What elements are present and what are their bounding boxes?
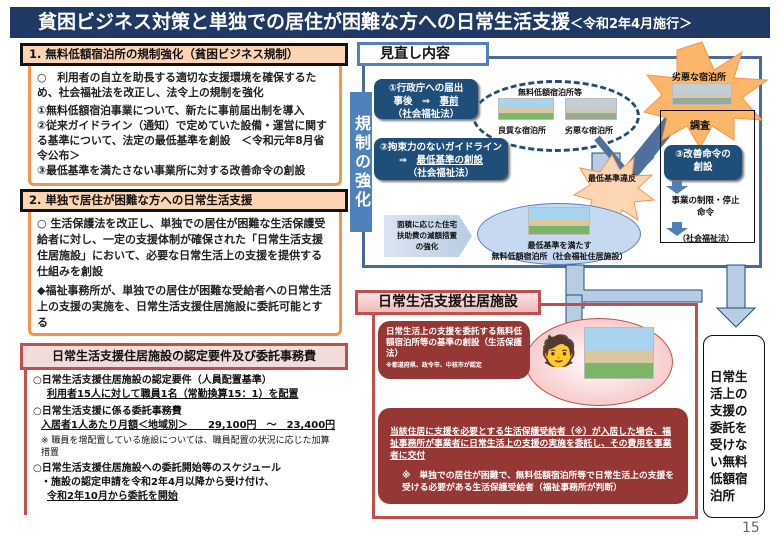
box1-line1: ①行政庁への届出 [388,83,464,94]
fee-high: 29,100円 [207,420,257,431]
fee-sep: ～ [266,420,277,431]
section1-intro: ○ 利用者の自立を助長する適切な支援環境を確保するため、社会福祉法を改正し、法令… [37,71,317,99]
req-title: ○日常生活支援住居施設の認定要件（人員配置基準） [33,375,272,386]
delegation-text: 当該住居に支援を必要とする生活保護受給者（※）が入居した場合、福祉事務所が事業者… [390,427,672,461]
bad-facility-label: 劣悪な宿泊所 [565,126,613,135]
housing-allowance-arrow: 面積に応じた住宅扶助費の減額措置の強化 [384,215,472,257]
title-sub: ＜令和2年4月施行＞ [570,17,693,32]
section3-body: ○日常生活支援住居施設の認定要件（人員配置基準） 利用者15人に対して職員1名（… [24,370,346,515]
bad-facility-image [565,98,617,120]
fee-note: ※ 職員を増配置している施設については、職員配置の状況に応じた加算措置 [41,436,330,458]
section1-header: 1. 無料低額宿泊所の規制強化（貧困ビジネス規制） [20,43,348,66]
box-notification: ①行政庁への届出 事後 ⇒ 事前 （社会福祉法） [374,79,478,120]
law-label: （社会福祉法） [678,234,734,243]
box1-line2b: 事前 [439,96,459,107]
box1-line2a: 事後 ⇒ [393,96,440,107]
section1-item: ②従来ガイドライン（通知）で定めていた設備・運営に関する基準について、法定の最低… [37,119,327,162]
box1-line3: （社会福祉法） [392,109,460,120]
caregiver-elderly-icon: 🧑 [540,334,578,369]
fee-label: 入居者1人あたり月額＜地域別＞ [41,420,188,431]
schedule-2: 令和2年10月から委託を開始 [47,491,178,502]
section3-header: 日常生活支援住居施設の認定要件及び委託事務費 [20,343,348,370]
down-arrow-icon [715,307,757,328]
slide-title: 貧困ビジネス対策と単独での居住が困難な方への日常生活支援＜令和2年4月施行＞ [10,7,770,38]
good-facility-label: 良質な宿泊所 [498,126,546,135]
schedule-1: ・施設の認定申請を令和2年4月以降から受け付け、 [41,477,275,488]
section2-body: ○ 生活保護法を改正し、単独での居住が困難な生活保護受給者に対し、一定の支援体制… [28,212,342,336]
regulation-label: 規制の強化 [350,92,372,232]
req-value: 利用者15人に対して職員1名（常勤換算15：1）を配置 [47,389,299,400]
title-main: 貧困ビジネス対策と単独での居住が困難な方への日常生活支援 [38,11,571,33]
diagram-arrows [556,41,769,340]
standard-note: ※都道府県、政令市、中核市が認定 [386,362,482,369]
box2-line1: ②拘束力のないガイドライン [379,142,503,153]
non-delegated-box: 日常生活上の支援の委託を受けない無料低額宿泊所 [703,335,765,518]
page-number: 15 [742,520,760,536]
bad-facility-image [672,83,732,105]
improvement-order-box: ③改善命令の創設 [664,145,742,180]
compliant-label: 最低基準を満たす無料低額宿泊所（社会福祉住居施設） [482,240,637,262]
section2-intro: ○ 生活保護法を改正し、単独での居住が困難な生活保護受給者に対し、一定の支援体制… [37,217,326,278]
bad-facility-star-label: 劣悪な宿泊所 [672,73,727,83]
compliant-facility-image [528,207,590,235]
violation-label: 最低基準違反 [588,174,636,183]
enforcement-box [660,110,755,243]
facility-image [584,327,654,379]
section2-header: 2. 単独で居住が困難な方への日常生活支援 [20,189,348,212]
box2-line3: （社会福祉法） [407,168,475,179]
standard-text: 日常生活上の支援を委託する無料低額宿泊所等の基準の創設（生活保護法） [386,327,523,359]
delegation-box: 当該住居に支援を必要とする生活保護受給者（※）が入居した場合、福祉事務所が事業者… [378,408,688,504]
section2-note: ◆福祉事務所が、単独での居住が困難な受給者への日常生活上の支援の実施を、日常生活… [37,284,332,329]
meets-line2: 無料低額宿泊所（社会福祉住居施設） [491,252,628,261]
box2-line2a: ⇒ [399,155,417,166]
facility-header: 日常生活支援住居施設 [355,290,541,315]
box-guideline: ②拘束力のないガイドライン ⇒ 最低基準の創設 （社会福祉法） [374,138,508,180]
section1-body: ○ 利用者の自立を助長する適切な支援環境を確保するため、社会福祉法を改正し、法令… [28,66,342,186]
fee-title: ○日常生活支援に係る委託事務費 [33,406,182,417]
schedule-title: ○日常生活支援住居施設への委託開始等のスケジュール [33,463,282,474]
good-facility-image [498,98,554,120]
investigate-label: 調査 [690,121,710,132]
standard-box: 日常生活上の支援を委託する無料低額宿泊所等の基準の創設（生活保護法） ※都道府県、… [378,321,530,379]
fee-low: 23,400円 [286,420,336,431]
box2-line2b: 最低基準の創設 [416,155,483,166]
delegation-note: ※ 単独での居住が困難で、無料低額宿泊所等で日常生活上の支援を受ける必要がある生… [402,471,675,493]
section1-item: ③最低基準を満たさない事業所に対する改善命令の創設 [37,164,306,177]
review-tab: 見直し内容 [357,42,489,66]
restrict-label: 事業の制限・停止命令 [671,196,740,218]
section1-item: ①無料低額宿泊事業について、新たに事前届出制を導入 [37,104,305,117]
ellipse-title: 無料低額宿泊所等 [518,88,582,97]
meets-line1: 最低基準を満たす [527,241,592,250]
